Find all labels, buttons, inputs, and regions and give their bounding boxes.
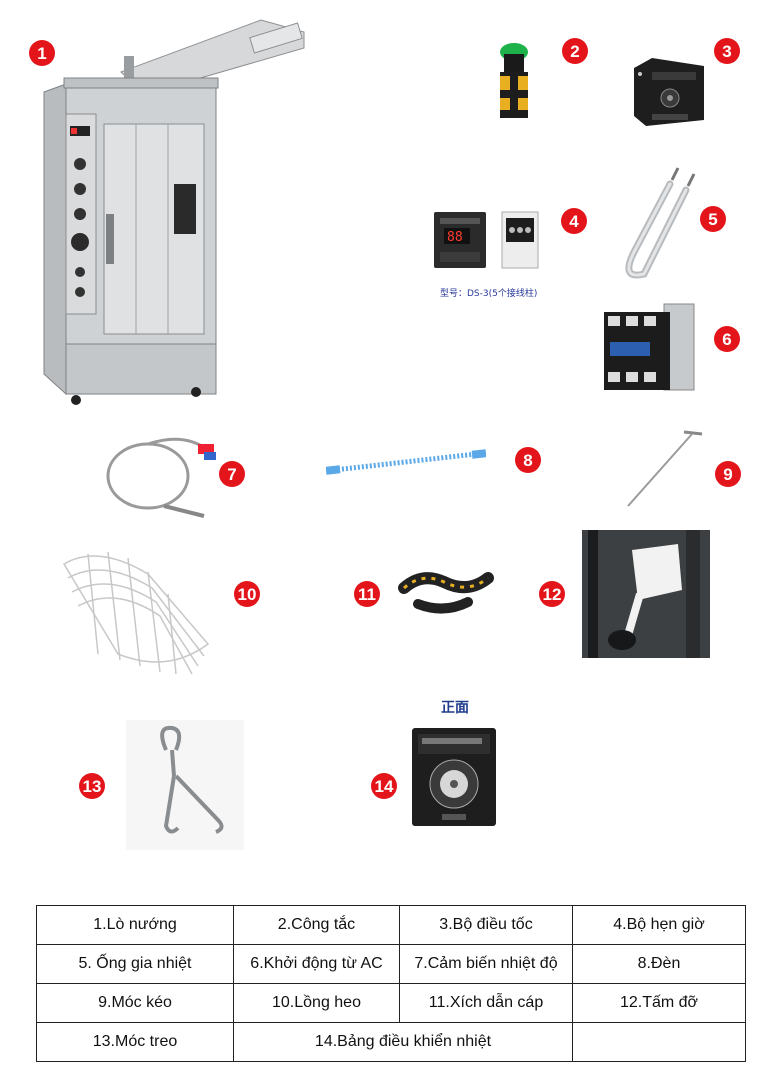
table-cell: 5. Ống gia nhiệt	[36, 944, 234, 984]
badge-9: 9	[715, 461, 741, 487]
support-plate-image	[582, 530, 710, 658]
table-row: 1.Lò nướng 2.Công tắc 3.Bộ điều tốc 4.Bộ…	[36, 905, 746, 945]
badge-13: 13	[79, 773, 105, 799]
table-row: 5. Ống gia nhiệt 6.Khởi động từ AC 7.Cảm…	[36, 944, 746, 984]
badge-4: 4	[561, 208, 587, 234]
table-cell: 9.Móc kéo	[36, 983, 234, 1023]
badge-5: 5	[700, 206, 726, 232]
parts-table: 1.Lò nướng 2.Công tắc 3.Bộ điều tốc 4.Bộ…	[36, 905, 746, 1062]
contactor-image	[600, 302, 696, 396]
table-cell: 13.Móc treo	[36, 1022, 234, 1062]
speed-controller-image	[630, 54, 708, 130]
pig-cage-image	[58, 544, 218, 686]
badge-10: 10	[234, 581, 260, 607]
switch-image	[488, 40, 536, 122]
badge-11: 11	[354, 581, 380, 607]
front-label: 正面	[441, 700, 469, 716]
oven-image	[36, 14, 306, 406]
badge-6: 6	[714, 326, 740, 352]
badge-12: 12	[539, 581, 565, 607]
table-row: 13.Móc treo 14.Bảng điều khiển nhiệt	[36, 1022, 746, 1062]
table-cell	[572, 1022, 746, 1062]
heating-tube-image	[608, 164, 704, 284]
table-cell: 8.Đèn	[572, 944, 746, 984]
badge-14: 14	[371, 773, 397, 799]
svg-text:88: 88	[447, 230, 463, 245]
badge-8: 8	[515, 447, 541, 473]
table-cell: 7.Cảm biến nhiệt độ	[399, 944, 573, 984]
pull-hook-image	[622, 428, 712, 510]
badge-2: 2	[562, 38, 588, 64]
table-cell: 14.Bảng điều khiển nhiệt	[233, 1022, 573, 1062]
table-cell: 12.Tấm đỡ	[572, 983, 746, 1023]
timer-image: 88	[430, 208, 546, 276]
badge-7: 7	[219, 461, 245, 487]
lamp-image	[326, 446, 486, 476]
cable-chain-image	[398, 568, 494, 616]
temperature-controller-image	[412, 728, 496, 826]
table-cell: 3.Bộ điều tốc	[399, 905, 573, 945]
table-cell: 1.Lò nướng	[36, 905, 234, 945]
table-cell: 2.Công tắc	[233, 905, 400, 945]
ds3-model-caption: 型号：DS-3(5个接线柱)	[440, 289, 538, 299]
temperature-sensor-image	[104, 426, 222, 520]
table-cell: 6.Khởi động từ AC	[233, 944, 400, 984]
badge-1: 1	[29, 40, 55, 66]
badge-3: 3	[714, 38, 740, 64]
table-cell: 10.Lồng heo	[233, 983, 400, 1023]
hanging-hook-image	[126, 720, 244, 850]
table-cell: 4.Bộ hẹn giờ	[572, 905, 746, 945]
table-cell: 11.Xích dẫn cáp	[399, 983, 573, 1023]
table-row: 9.Móc kéo 10.Lồng heo 11.Xích dẫn cáp 12…	[36, 983, 746, 1023]
